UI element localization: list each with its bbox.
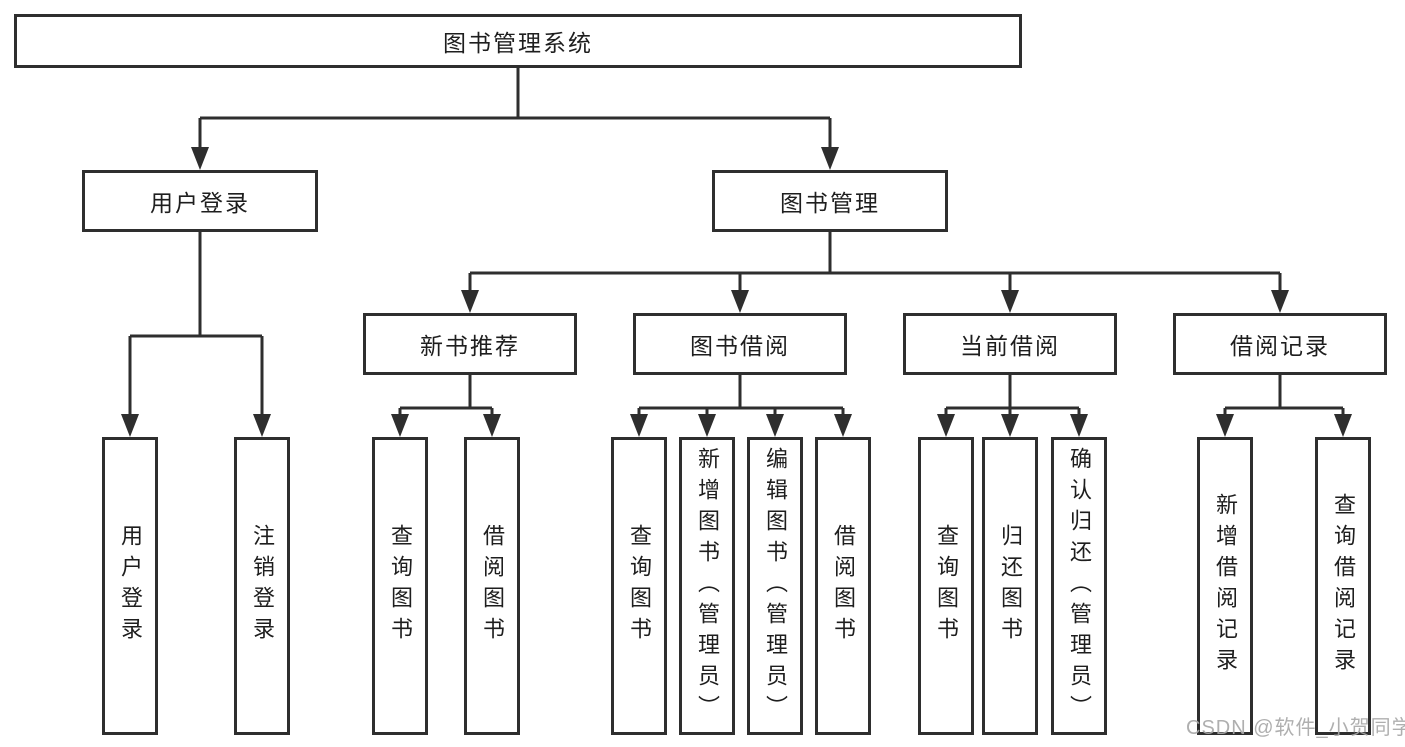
leaf-label: 查询图书 — [934, 524, 959, 648]
node-borrowing-records: 借阅记录 — [1173, 313, 1387, 375]
node-book-management: 图书管理 — [712, 170, 948, 232]
leaf-label: 确认归还（管理员） — [1067, 446, 1092, 726]
node-new-book-recommend: 新书推荐 — [363, 313, 577, 375]
node-current-borrowing: 当前借阅 — [903, 313, 1117, 375]
leaf-label: 新增图书（管理员） — [695, 446, 720, 726]
node-label: 图书管理 — [780, 190, 880, 216]
leaf-label: 借阅图书 — [831, 524, 856, 648]
node-user-login-group: 用户登录 — [82, 170, 318, 232]
csdn-watermark: CSDN @软件_小贺同学 — [1186, 717, 1405, 739]
leaf-borrow-books-recommend: 借阅图书 — [464, 437, 520, 735]
leaf-add-books-admin: 新增图书（管理员） — [679, 437, 735, 735]
node-label: 图书管理系统 — [443, 30, 593, 56]
leaf-borrow-books: 借阅图书 — [815, 437, 871, 735]
leaf-label: 用户登录 — [118, 524, 143, 648]
leaf-add-borrow-record: 新增借阅记录 — [1197, 437, 1253, 735]
leaf-label: 新增借阅记录 — [1213, 493, 1238, 679]
leaf-return-books: 归还图书 — [982, 437, 1038, 735]
node-label: 借阅记录 — [1230, 333, 1330, 359]
node-book-borrowing: 图书借阅 — [633, 313, 847, 375]
leaf-edit-books-admin: 编辑图书（管理员） — [747, 437, 803, 735]
leaf-user-login: 用户登录 — [102, 437, 158, 735]
leaf-logout: 注销登录 — [234, 437, 290, 735]
leaf-label: 查询图书 — [627, 524, 652, 648]
node-label: 图书借阅 — [690, 333, 790, 359]
leaf-query-books-borrow: 查询图书 — [611, 437, 667, 735]
leaf-label: 注销登录 — [250, 524, 275, 648]
leaf-label: 查询借阅记录 — [1331, 493, 1356, 679]
node-label: 用户登录 — [150, 190, 250, 216]
node-label: 新书推荐 — [420, 333, 520, 359]
leaf-query-borrow-record: 查询借阅记录 — [1315, 437, 1371, 735]
leaf-label: 编辑图书（管理员） — [763, 446, 788, 726]
leaf-label: 查询图书 — [388, 524, 413, 648]
leaf-label: 借阅图书 — [480, 524, 505, 648]
node-label: 当前借阅 — [960, 333, 1060, 359]
leaf-query-books-recommend: 查询图书 — [372, 437, 428, 735]
node-root-system: 图书管理系统 — [14, 14, 1022, 68]
leaf-label: 归还图书 — [998, 524, 1023, 648]
leaf-confirm-return-admin: 确认归还（管理员） — [1051, 437, 1107, 735]
leaf-query-books-current: 查询图书 — [918, 437, 974, 735]
